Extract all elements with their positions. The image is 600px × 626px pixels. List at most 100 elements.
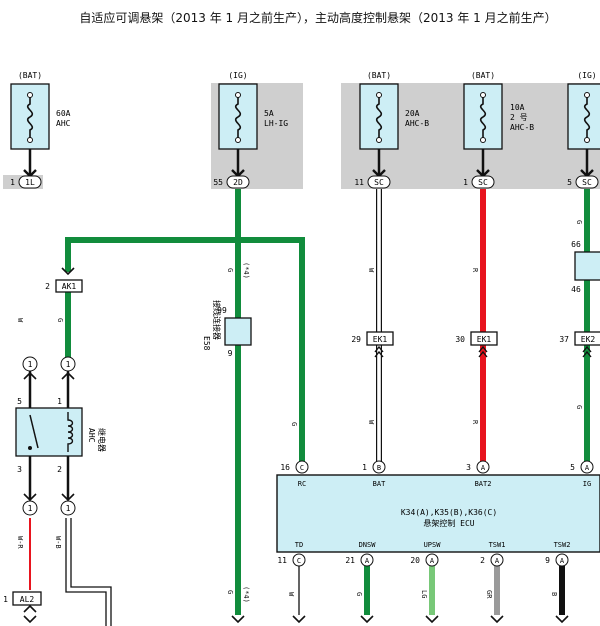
ecu-title: K34(A),K35(B),K36(C) [401,508,497,517]
relay-bottom-right-connector [60,500,76,516]
bottom-arrows [23,615,569,624]
svg-text:29: 29 [351,335,361,344]
junction-label1: E58 [202,336,211,351]
ak1-pin: 2 [45,282,50,291]
svg-text:(*4): (*4) [242,586,250,603]
svg-text:1: 1 [66,360,71,369]
fuse2-connector: 2D [233,178,243,187]
svg-text:DNSW: DNSW [359,541,377,549]
svg-text:B: B [550,592,558,596]
fuse1-pin: 1 [10,178,15,187]
ecu-subtitle: 悬架控制 ECU [423,518,474,528]
fuse4-name2: AHC-B [510,123,534,132]
fuse5-box [567,83,600,150]
svg-text:A: A [481,464,486,472]
fuse1-connector: 1L [25,178,35,187]
fuse3-rating: 20A [405,109,420,118]
svg-text:G: G [226,590,234,594]
svg-text:5: 5 [17,397,22,406]
svg-text:TSW2: TSW2 [554,541,571,549]
diagram-title: 自适应可调悬架（2013 年 1 月之前生产），主动高度控制悬架（2013 年 … [79,10,556,25]
wire-color-labels: G (*4) G W G W R G G W R W-R W-B G (*4) … [16,220,583,603]
svg-text:2: 2 [57,465,62,474]
junction-pin-top: 99 [217,306,227,315]
right-mid-connector [574,251,600,281]
svg-text:EK2: EK2 [581,335,596,344]
fuse5-connector: SC [582,178,592,187]
ek1a-connector [366,331,394,346]
fuse-icon [234,95,242,140]
relay-bottom-left-connector [22,500,38,516]
svg-text:1: 1 [28,360,33,369]
svg-text:C: C [300,464,304,472]
svg-text:G: G [575,220,583,224]
svg-text:30: 30 [455,335,465,344]
svg-text:G: G [575,405,583,409]
fuse4-rating: 10A [510,103,525,112]
svg-text:W: W [16,318,24,323]
svg-text:1: 1 [362,463,367,472]
fuse3-connector: SC [374,178,384,187]
fuse2-pin: 55 [213,178,223,187]
relay-label: AHC [87,428,96,443]
al2-connector [12,591,42,606]
svg-text:9: 9 [545,556,550,565]
fuse2-name: LH-IG [264,119,288,128]
svg-text:1: 1 [3,595,8,604]
fuse4-name: 2 号 [510,113,528,122]
svg-text:A: A [560,557,565,565]
fuse4-source: (BAT) [471,71,495,80]
svg-text:G: G [355,592,363,596]
svg-text:AK1: AK1 [62,282,77,291]
svg-text:3: 3 [17,465,22,474]
junction-label2: 接线连接器 [212,300,222,340]
svg-text:W: W [287,592,295,597]
fuse5-pin: 5 [567,178,572,187]
svg-text:W: W [367,420,375,425]
svg-text:A: A [365,557,370,565]
ecu-box [276,474,600,553]
svg-text:1: 1 [28,504,33,513]
fuse2-rating: 5A [264,109,274,118]
ek2-connector [574,331,600,346]
svg-text:G: G [226,268,234,272]
ecu-top-pins: C 16 RC B 1 BAT A 3 BAT2 A 5 IG [280,460,594,488]
svg-text:UPSW: UPSW [424,541,442,549]
svg-text:EK1: EK1 [477,335,492,344]
svg-text:A: A [495,557,500,565]
fuse-icon [583,95,591,140]
svg-text:1: 1 [66,504,71,513]
ak1-connector [55,279,83,293]
svg-text:BAT2: BAT2 [475,480,492,488]
fuse5-source: (IG) [577,71,596,80]
fuse-icon [479,95,487,140]
svg-text:37: 37 [559,335,569,344]
svg-text:GR: GR [485,590,493,599]
svg-text:16: 16 [280,463,290,472]
svg-text:BAT: BAT [373,480,386,488]
svg-text:IG: IG [583,480,591,488]
svg-text:21: 21 [345,556,355,565]
svg-text:W-R: W-R [16,536,24,549]
green-wires [65,189,590,615]
fuse4-connector: SC [478,178,488,187]
svg-text:W: W [367,268,375,273]
svg-text:AL2: AL2 [20,595,35,604]
svg-text:A: A [585,464,590,472]
svg-text:R: R [471,268,479,273]
junction-connector [224,317,252,346]
ek1b-connector [470,331,498,346]
fuse4-pin: 1 [463,178,468,187]
junction-pin-bottom: 9 [228,349,233,358]
svg-text:11: 11 [277,556,287,565]
svg-text:1: 1 [57,397,62,406]
relay-coil-icon [67,412,74,452]
svg-text:R: R [471,420,479,425]
fuse3-pin: 11 [354,178,364,187]
wb-wire [65,518,112,626]
svg-text:RC: RC [298,480,306,488]
svg-text:(*4): (*4) [242,262,250,279]
fuse-icon [26,95,34,140]
svg-text:W-B: W-B [54,536,62,549]
